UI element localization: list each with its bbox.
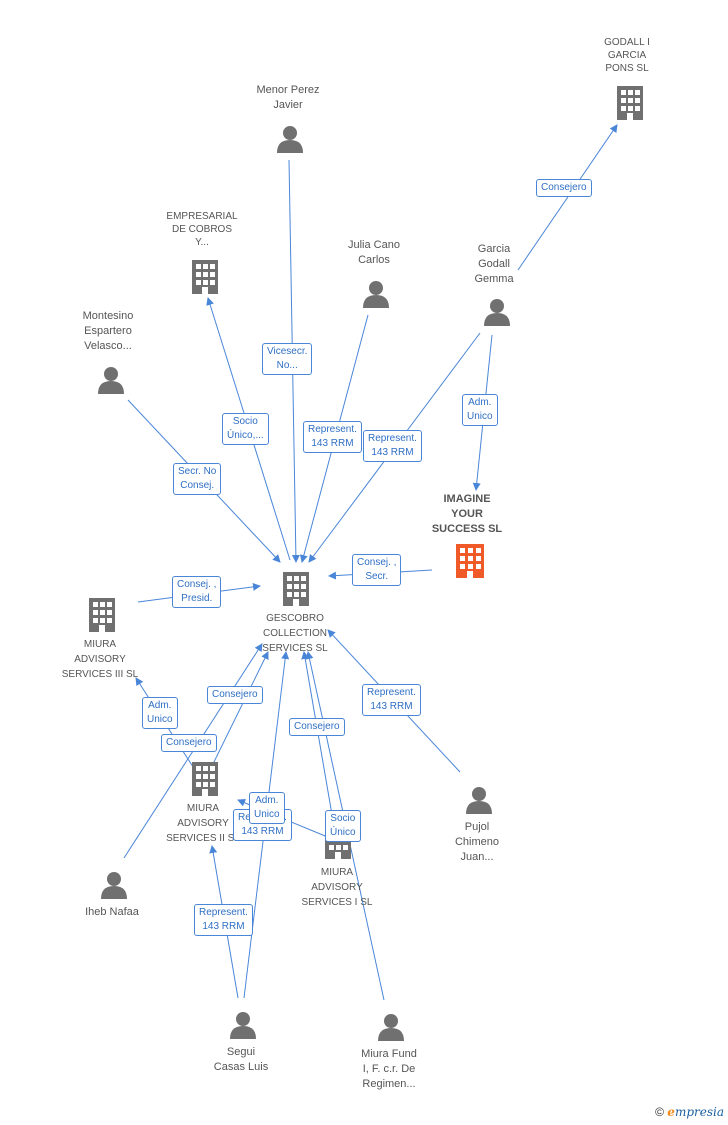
edge-label-consejero-i[interactable]: Consejero (289, 718, 345, 736)
edge-label-represent-julia[interactable]: Represent. 143 RRM (303, 421, 362, 453)
node-label-pujol[interactable]: Pujol Chimeno Juan... (454, 821, 500, 863)
person-icon (378, 1014, 404, 1041)
building-icon (89, 598, 115, 632)
building-icon (617, 86, 643, 120)
edge-label-consej-presid[interactable]: Consej. , Presid. (172, 576, 222, 608)
node-label-montesino[interactable]: Montesino Espartero Velasco... (82, 310, 134, 352)
building-icon (283, 572, 309, 606)
edge-label-represent-pujol[interactable]: Represent. 143 RRM (362, 684, 421, 716)
node-label-miura-i[interactable]: MIURA ADVISORY SERVICES I SL (301, 867, 373, 908)
edge-label-adm-unico-ii[interactable]: Adm. Unico (249, 792, 285, 824)
edge-consejero-godall (517, 124, 618, 271)
brand-name: empresia (667, 1105, 724, 1119)
building-icon (192, 762, 218, 796)
node-label-iheb[interactable]: Iheb Nafaa (85, 906, 139, 918)
brand-logo[interactable]: © empresia (655, 1105, 724, 1119)
edge-label-consejero-iii[interactable]: Consejero (161, 734, 217, 752)
person-icon (230, 1012, 256, 1039)
edge-label-socio-unico-emp[interactable]: Socio Único,... (222, 413, 269, 445)
node-label-gescobro[interactable]: GESCOBRO COLLECTION SERVICES SL (262, 613, 328, 654)
edge-consejero-i (301, 651, 337, 839)
node-label-empresarial[interactable]: EMPRESARIAL DE COBROS Y... (166, 211, 238, 248)
edge-label-socio-unico-fund[interactable]: Socio Único (325, 810, 361, 842)
edge-label-represent-segui[interactable]: Represent. 143 RRM (194, 904, 253, 936)
person-icon (484, 299, 510, 326)
node-label-menor-perez[interactable]: Menor Perez Javier (256, 84, 320, 111)
person-icon (363, 281, 389, 308)
building-icon (192, 260, 218, 294)
node-label-julia-cano[interactable]: Julia Cano Carlos (348, 239, 400, 266)
edge-label-adm-unico-iii[interactable]: Adm. Unico (142, 697, 178, 729)
building-icon-focus (456, 544, 484, 578)
copyright-symbol: © (655, 1105, 664, 1119)
edge-consejero-iii (209, 651, 269, 771)
node-label-miura-iii[interactable]: MIURA ADVISORY SERVICES III SL (61, 639, 139, 680)
node-icons (89, 86, 643, 1041)
person-icon (277, 126, 303, 153)
node-label-godall-pons[interactable]: GODALL I GARCIA PONS SL (604, 37, 650, 74)
person-icon (466, 787, 492, 814)
node-label-garcia-godall[interactable]: Garcia Godall Gemma (474, 243, 514, 285)
person-icon (101, 872, 127, 899)
edge-label-consej-secr[interactable]: Consej. , Secr. (352, 554, 402, 586)
edge-label-consejero-godall[interactable]: Consejero (536, 179, 592, 197)
edge-label-vicesecr[interactable]: Vicesecr. No... (262, 343, 313, 375)
edge-label-consejero-iheb[interactable]: Consejero (207, 686, 263, 704)
edge-label-secr-no-consej[interactable]: Secr. No Consej. (173, 463, 222, 495)
node-label-miura-ii[interactable]: MIURA ADVISORY SERVICES II SL (166, 803, 240, 844)
node-label-segui[interactable]: Segui Casas Luis (213, 1046, 269, 1073)
node-label-miura-fund[interactable]: Miura Fund I, F. c.r. De Regimen... (361, 1048, 417, 1090)
edge-label-represent-garcia[interactable]: Represent. 143 RRM (363, 430, 422, 462)
edge-label-adm-unico-imagine[interactable]: Adm. Unico (462, 394, 498, 426)
node-label-imagine[interactable]: IMAGINE YOUR SUCCESS SL (431, 493, 503, 535)
person-icon (98, 367, 124, 394)
